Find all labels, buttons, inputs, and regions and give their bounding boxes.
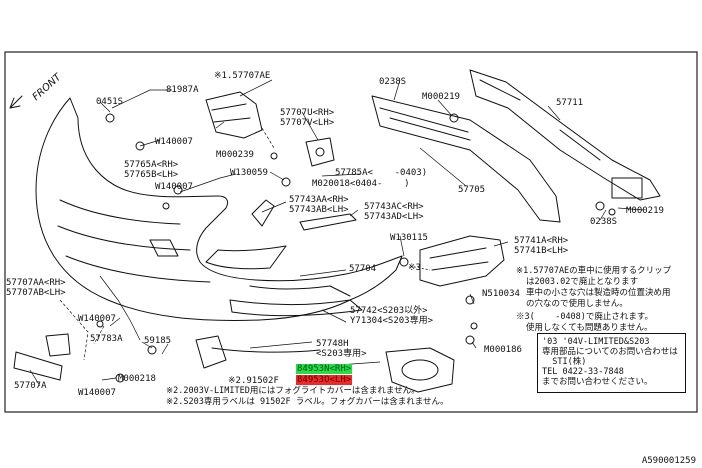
diagram-border (4, 51, 698, 413)
part-label: 57743AA<RH> (289, 195, 349, 205)
part-label: 57704 (349, 264, 377, 274)
part-label: M000219 (626, 206, 664, 216)
front-arrow-icon (9, 95, 23, 109)
part-label: 57741A<RH> (514, 236, 569, 246)
reinforcement-57711 (469, 69, 661, 201)
clip-57707u (305, 137, 335, 167)
part-label: W130115 (390, 233, 428, 243)
figure-code: A590001259 (641, 456, 696, 466)
part-label: 57765A<RH> (124, 160, 179, 170)
part-number-84953o[interactable]: 84953O<LH> (296, 375, 353, 385)
under-cover (195, 335, 227, 369)
fog-opening (205, 245, 287, 270)
note-line: ※1.57707AEの車中に使用するクリップ (516, 266, 672, 276)
part-label: 57707A (14, 381, 47, 391)
part-label: 57707AB<LH> (6, 288, 66, 298)
part-label: M020018<0404- ) (312, 179, 410, 189)
part-label: 57785A< -0403) (335, 168, 428, 178)
box-line: STI(株) (542, 357, 587, 367)
part-label: 0238S (590, 217, 618, 227)
part-label: W140007 (78, 388, 116, 398)
part-label: Y71304<S203専用> (350, 316, 434, 326)
part-label: W140007 (78, 314, 116, 324)
box-line: TEL 0422-33-7848 (542, 367, 624, 377)
part-label: W130059 (230, 168, 268, 178)
part-label: 57707V<LH> (280, 118, 335, 128)
part-label: M000186 (484, 345, 522, 355)
part-label: 57783A (90, 334, 123, 344)
part-label: 57707AA<RH> (6, 278, 66, 288)
part-label: W140007 (155, 182, 193, 192)
part-label: 81987A (166, 85, 199, 95)
part-label: <S203専用> (316, 349, 367, 359)
part-label: 57741B<LH> (514, 246, 569, 256)
box-line: 専用部品についてのお問い合わせは (542, 347, 678, 357)
part-label: 57743AC<RH> (364, 202, 424, 212)
footnote-line: ※2.2003V-LIMITED用にはフォグライトカバーは含まれません。 (166, 386, 420, 396)
note-line: は2003.02で廃止となります (526, 277, 639, 287)
part-label: 0451S (96, 97, 124, 107)
lower-bracket (13, 351, 63, 381)
part-label: ※1.57707AE (214, 71, 271, 81)
part-label: W140007 (155, 137, 193, 147)
box-line: '03 '04V-LIMITED&S203 (542, 337, 650, 347)
part-label-highlighted[interactable]: 84953N<RH> (296, 364, 353, 374)
part-label: 57742<S203以外> (350, 306, 428, 316)
sti-contact-box: '03 '04V-LIMITED&S203 専用部品についてのお問い合わせは S… (537, 333, 686, 393)
part-label: M000218 (118, 374, 156, 384)
part-label: 57748H (316, 339, 349, 349)
part-label: M000219 (422, 92, 460, 102)
strip-57743ac (299, 213, 357, 231)
footnote-line: ※2.S203専用ラベルは 91502F ラベル。フォグカバーは含まれません。 (166, 397, 449, 407)
part-label-highlighted[interactable]: 84953O<LH> (296, 375, 353, 385)
part-label: 57705 (458, 185, 486, 195)
side-trim-57741 (419, 235, 505, 287)
part-label: ※2.91502F (228, 376, 279, 386)
bumper-grille-lines (57, 199, 211, 283)
part-label: 59185 (144, 336, 172, 346)
part-label: M000239 (216, 150, 254, 160)
upper-bracket (205, 91, 263, 139)
part-label: 57765B<LH> (124, 170, 179, 180)
note-line: 使用しなくても問題ありません。 (526, 323, 653, 333)
lip-spoiler (229, 299, 363, 317)
fasteners (96, 113, 616, 383)
part-label: 0238S (379, 77, 407, 87)
part-label: N510034 (482, 289, 520, 299)
bumper-cover (35, 97, 403, 321)
part-number-84953n[interactable]: 84953N<RH> (296, 364, 353, 374)
bumper-beam (371, 95, 561, 223)
strip-57743aa (251, 199, 275, 227)
note-line: ※3( -0408)で廃止されます。 (516, 312, 654, 322)
beam-bracket (611, 177, 643, 199)
note-line: 車中の小さな穴は製造時の位置決め用 (526, 288, 671, 298)
part-label: ※3 (408, 263, 421, 273)
note-line: の穴なので使用しません。 (526, 299, 628, 309)
fog-cover (385, 347, 455, 393)
part-label: 57743AD<LH> (364, 212, 424, 222)
part-label: 57743AB<LH> (289, 205, 349, 215)
part-label: 57711 (556, 98, 584, 108)
part-label: 57707U<RH> (280, 108, 335, 118)
box-line: までお問い合わせください。 (542, 377, 653, 387)
